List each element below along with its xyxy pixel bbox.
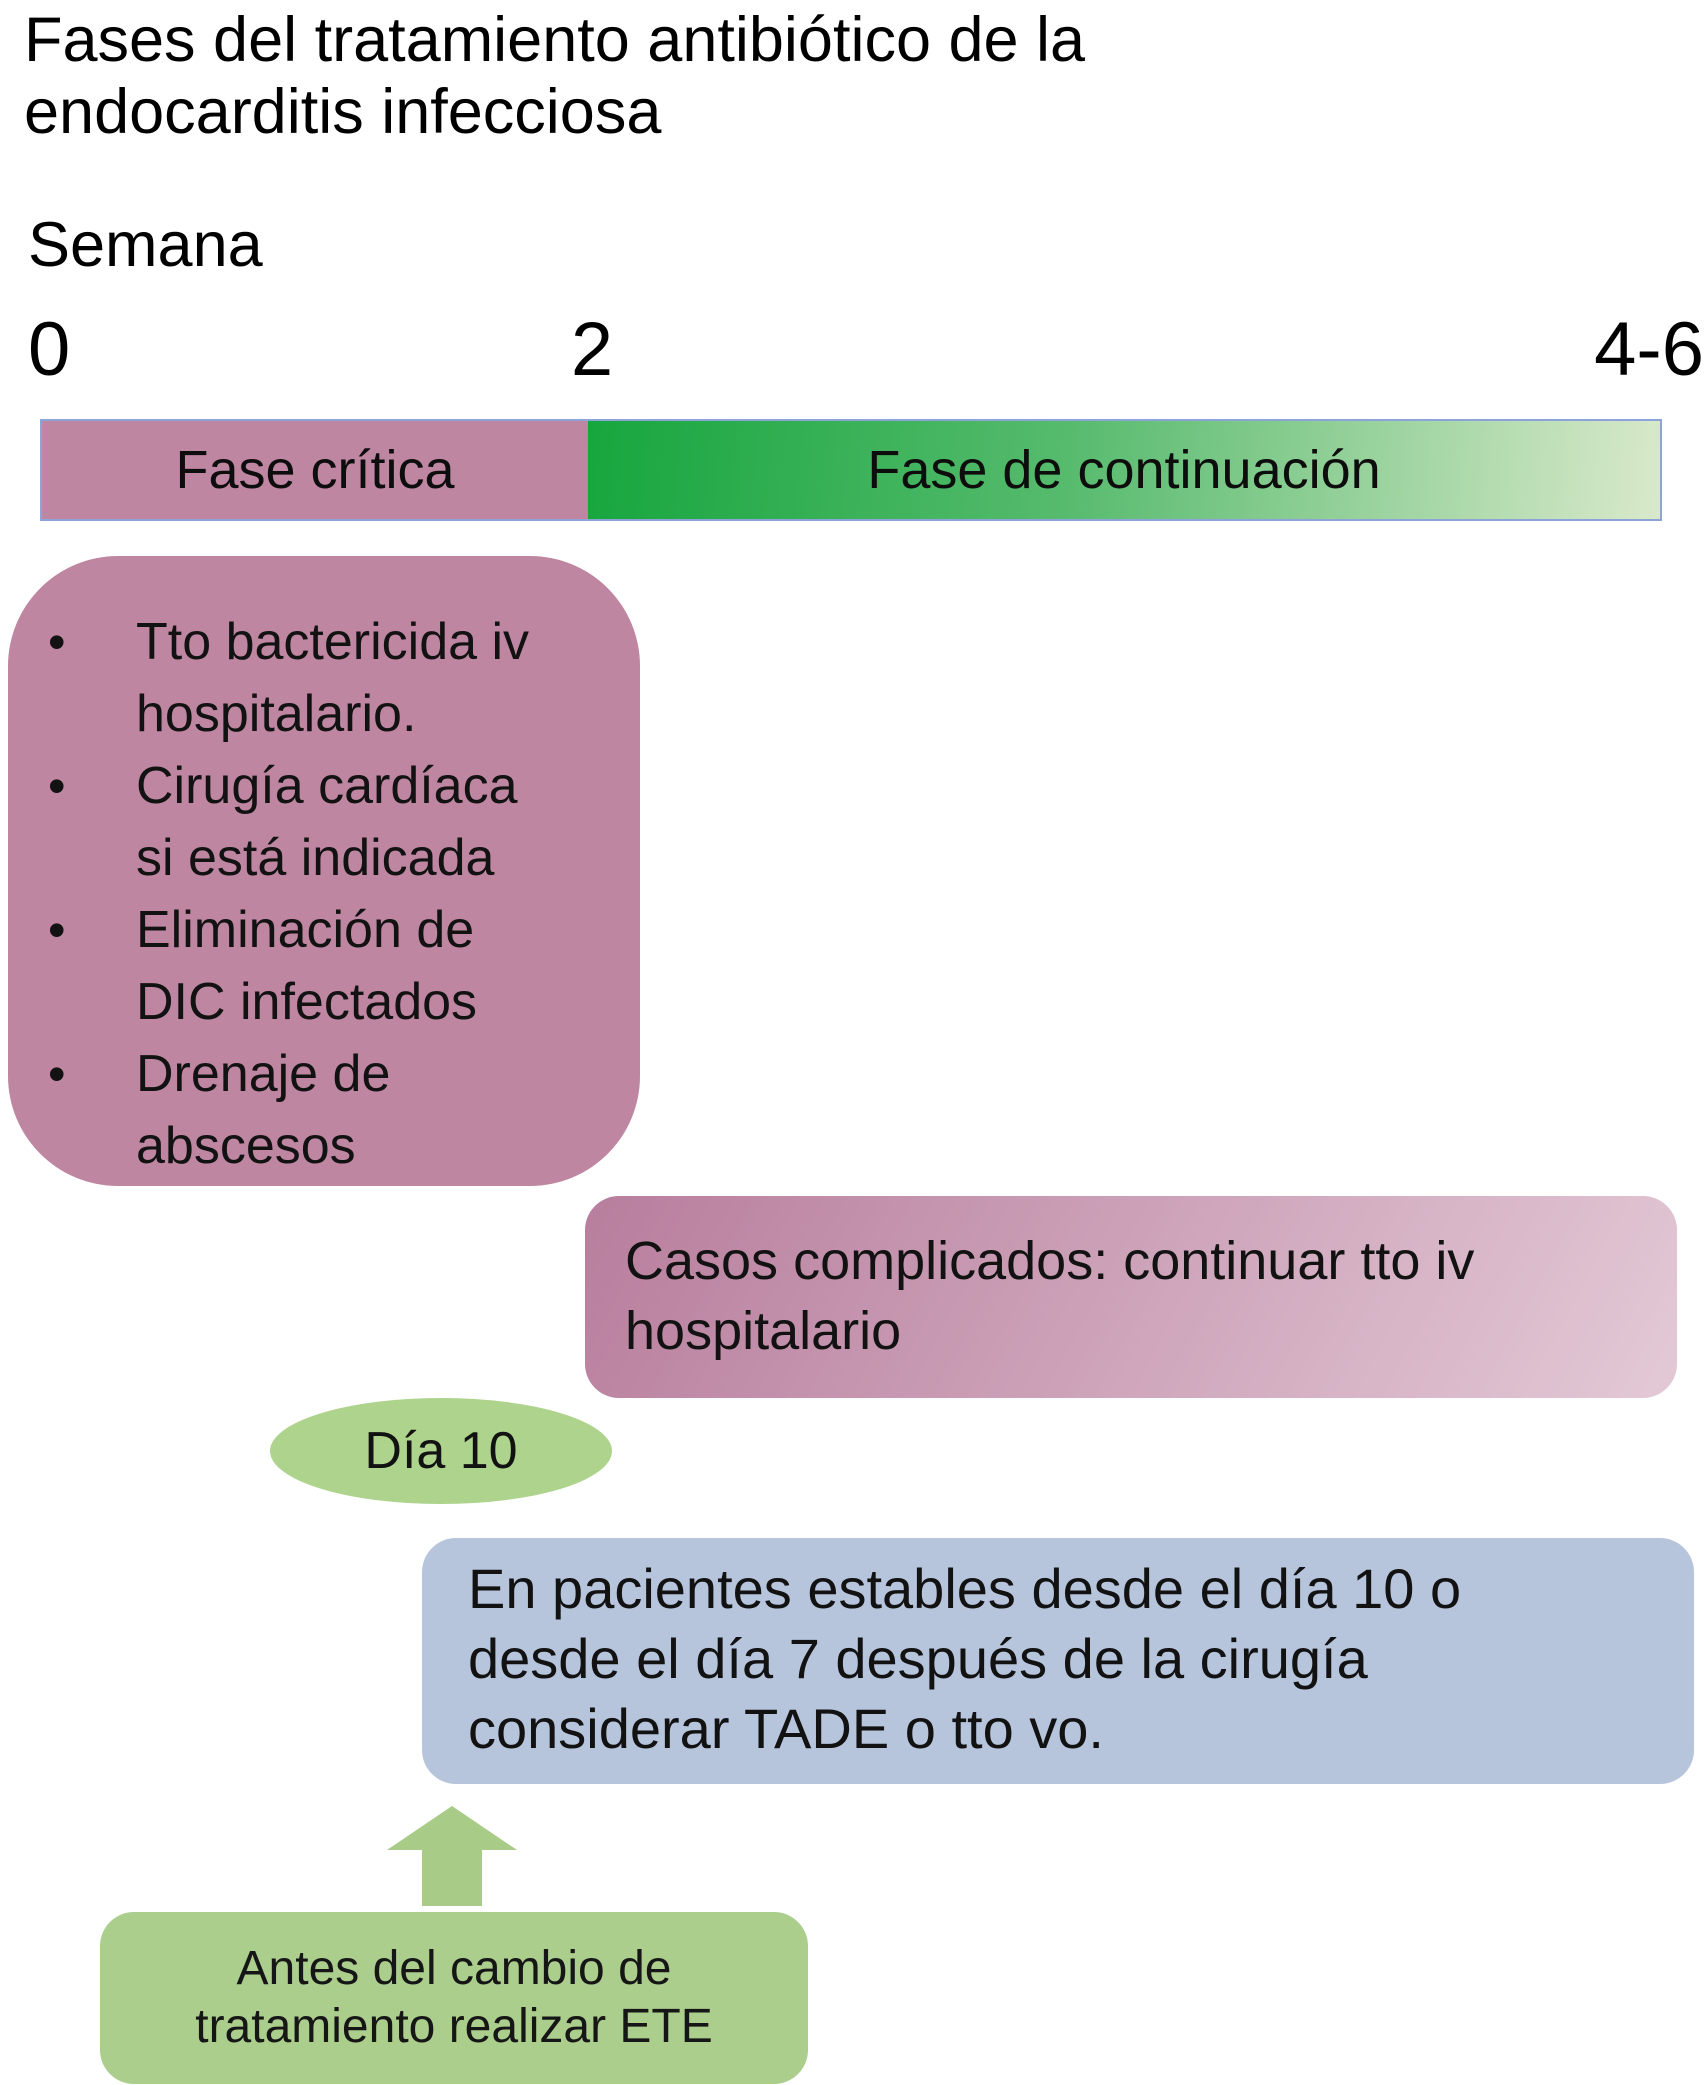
bullet-text: Drenaje de abscesos <box>136 1045 391 1175</box>
day10-label: Día 10 <box>364 1422 518 1480</box>
tick-week-4-6: 4-6 <box>1594 307 1704 392</box>
continuation-phase-label: Fase de continuación <box>867 440 1381 500</box>
ete-box: Antes del cambio de tratamiento realizar… <box>100 1912 808 2084</box>
timeline-bar: Fase crítica Fase de continuación <box>40 419 1662 521</box>
tick-week-2: 2 <box>570 307 614 392</box>
day10-ellipse: Día 10 <box>270 1398 612 1504</box>
bullet-item: • Drenaje de abscesos <box>48 1038 630 1182</box>
bullet-text: Tto bactericida iv hospitalario. <box>136 613 530 743</box>
critical-phase-box: • Tto bactericida iv hospitalario. • Cir… <box>8 556 640 1186</box>
bullet-icon: • <box>48 614 66 670</box>
complicated-cases-box: Casos complicados: continuar tto iv hosp… <box>585 1196 1677 1398</box>
critical-phase-label: Fase crítica <box>175 440 455 500</box>
tick-week-0: 0 <box>28 307 71 392</box>
bullet-text: Eliminación de DIC infectados <box>136 901 478 1031</box>
bullet-icon: • <box>48 758 66 814</box>
bullet-icon: • <box>48 1046 66 1102</box>
week-axis-label: Semana <box>28 210 263 280</box>
continuation-phase-segment: Fase de continuación <box>588 421 1660 519</box>
critical-phase-segment: Fase crítica <box>42 421 588 519</box>
bullet-item: • Eliminación de DIC infectados <box>48 894 630 1038</box>
bullet-item: • Cirugía cardíaca si está indicada <box>48 750 630 894</box>
page-title: Fases del tratamiento antibiótico de la … <box>24 5 1086 147</box>
stable-patients-box: En pacientes estables desde el día 10 o … <box>422 1538 1694 1784</box>
bullet-text: Cirugía cardíaca si está indicada <box>136 757 518 887</box>
bullet-item: • Tto bactericida iv hospitalario. <box>48 606 630 750</box>
bullet-icon: • <box>48 902 66 958</box>
up-arrow-icon <box>387 1806 517 1906</box>
